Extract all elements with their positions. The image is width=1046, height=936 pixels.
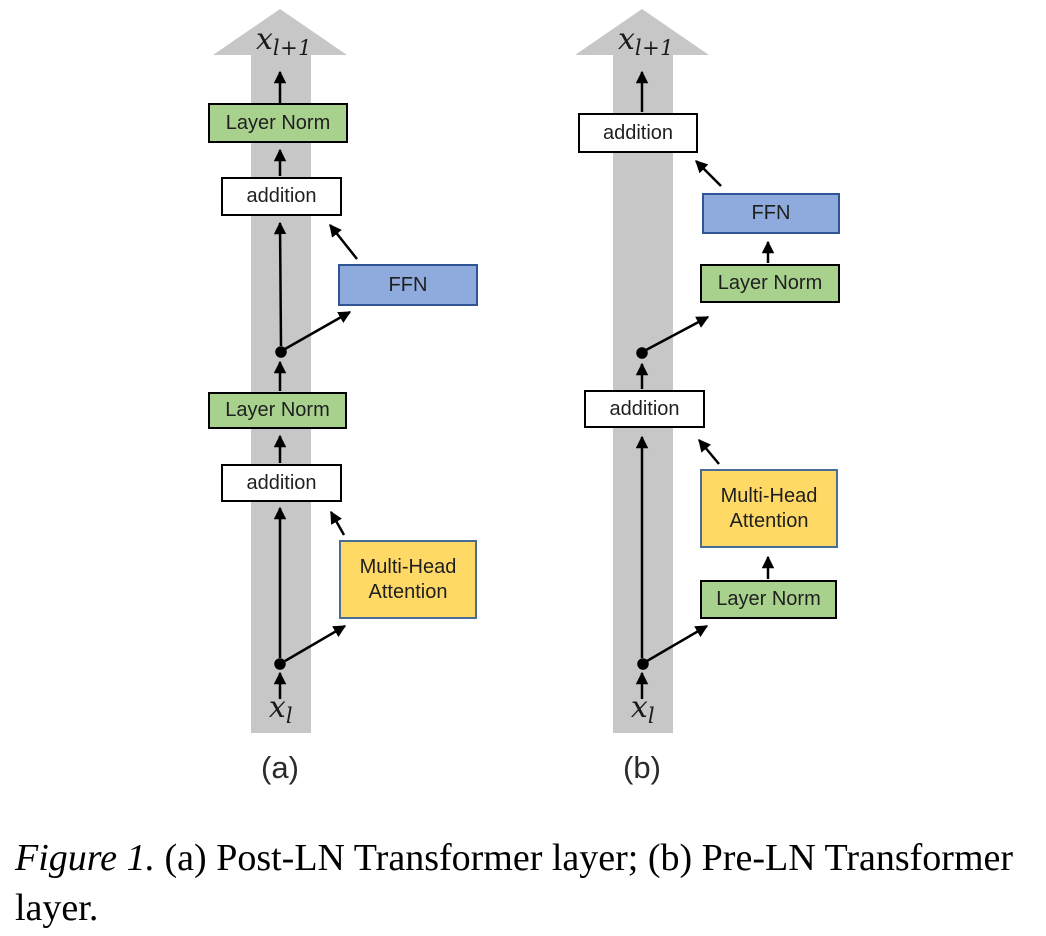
arrow-ffn-to-addition-b	[695, 160, 722, 187]
multi-head-attention-box-b: Multi-Head Attention	[700, 469, 838, 548]
figure-caption-text: (a) Post-LN Transformer layer; (b) Pre-L…	[15, 837, 1014, 929]
output-label-a: xl+1	[255, 22, 313, 60]
multi-head-attention-label-b: Multi-Head Attention	[720, 484, 818, 532]
layer-norm-box-mid-a: Layer Norm	[208, 392, 347, 429]
arrow-mha-to-addition-b	[698, 439, 720, 465]
ffn-box-a: FFN	[338, 264, 478, 306]
addition-box-bottom-a: addition	[221, 464, 342, 502]
figure-caption: Figure 1. (a) Post-LN Transformer layer;…	[15, 833, 1037, 933]
multi-head-attention-box-a: Multi-Head Attention	[339, 540, 477, 619]
addition-box-mid-b: addition	[584, 390, 705, 428]
multi-head-attention-label-a: Multi-Head Attention	[359, 555, 457, 603]
layer-norm-box-upper-b: Layer Norm	[700, 264, 840, 303]
arrow-branch2-to-layernorm-b	[646, 624, 709, 663]
ffn-box-b: FFN	[702, 193, 840, 234]
arrows-panel-a	[273, 70, 358, 699]
figure-caption-number: Figure 1.	[15, 837, 156, 879]
arrow-ffn-to-addition-a	[329, 224, 358, 260]
addition-box-top-a: addition	[221, 177, 342, 216]
arrow-branch2-to-mha-a	[284, 624, 347, 663]
arrow-branch-to-addition-a	[273, 221, 287, 347]
residual-arrowhead-b	[575, 9, 709, 55]
branch-dot-upper-a	[275, 346, 287, 358]
panel-label-a: (a)	[261, 750, 299, 785]
arrow-mha-to-addition-a	[329, 510, 346, 536]
input-label-a: xl	[268, 690, 294, 728]
layer-norm-box-top-a: Layer Norm	[208, 103, 348, 143]
addition-box-top-b: addition	[578, 113, 698, 153]
panel-label-b: (b)	[623, 750, 661, 785]
output-label-b: xl+1	[617, 22, 675, 60]
input-label-b: xl	[630, 690, 656, 728]
flow-arrows-canvas	[213, 9, 775, 733]
arrows-panel-b	[635, 70, 775, 699]
layer-norm-box-lower-b: Layer Norm	[700, 580, 837, 619]
arrow-branch-to-layernorm-b	[645, 315, 710, 352]
residual-arrowhead-a	[213, 9, 347, 55]
branch-dot-upper-b	[636, 347, 648, 359]
branch-dot-lower-b	[637, 658, 649, 670]
arrow-branch-to-ffn-a	[284, 310, 352, 351]
branch-dot-lower-a	[274, 658, 286, 670]
